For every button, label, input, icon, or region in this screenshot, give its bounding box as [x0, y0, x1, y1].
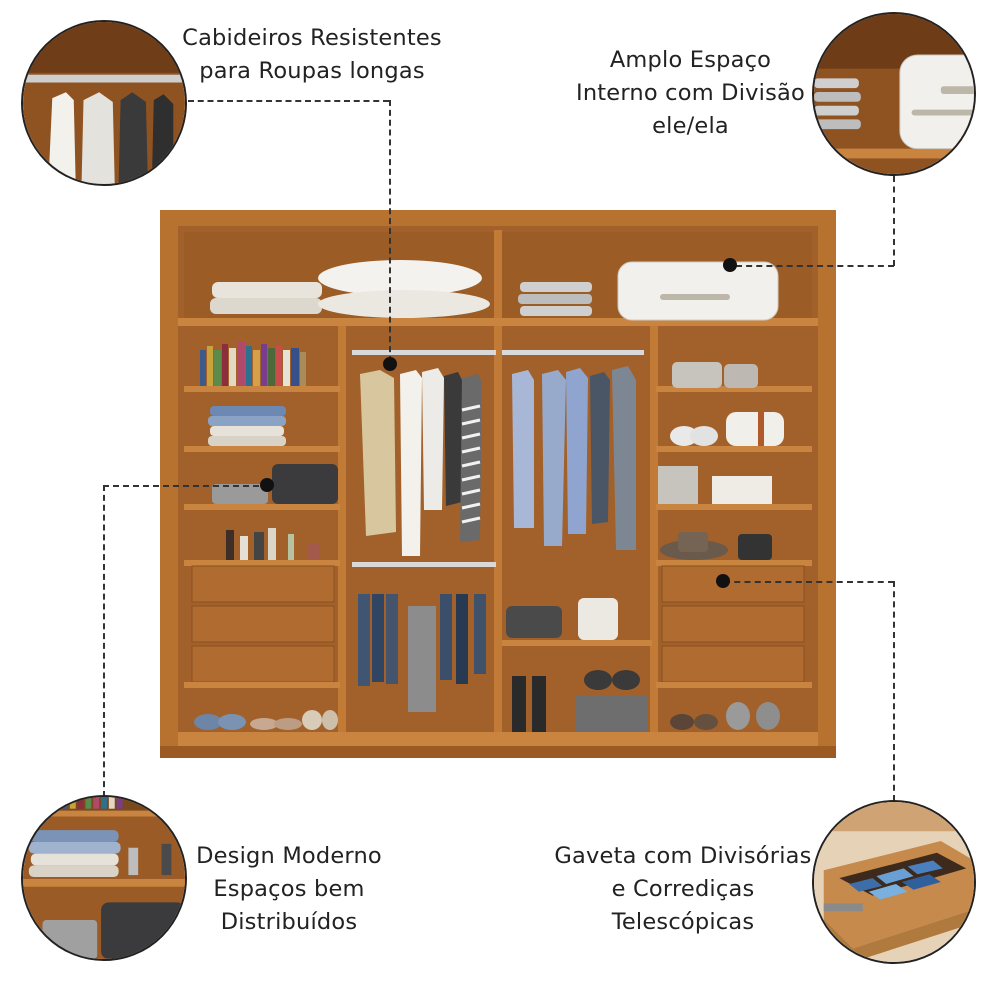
marker-dot [260, 478, 274, 492]
caption-line: Amplo Espaço [609, 47, 772, 73]
leader-line [389, 100, 391, 362]
caption-line: Espaços bem [213, 876, 365, 902]
wardrobe-image [160, 210, 836, 758]
caption-drawer: Gaveta com Divisórias e Corrediças Teles… [548, 840, 818, 939]
zoom-circle-drawer [812, 800, 976, 964]
marker-dot [383, 357, 397, 371]
leader-line [724, 581, 894, 583]
caption-line: Telescópicas [611, 909, 755, 935]
caption-space: Amplo Espaço Interno com Divisão ele/ela [548, 44, 833, 143]
leader-line [736, 265, 894, 267]
leader-line [103, 485, 269, 487]
zoom-circle-space [812, 12, 976, 176]
zoom-circle-design [21, 795, 187, 961]
caption-line: Design Moderno [196, 843, 382, 869]
caption-line: Cabideiros Resistentes [182, 25, 442, 51]
caption-design: Design Moderno Espaços bem Distribuídos [183, 840, 395, 939]
leader-line [103, 485, 105, 797]
leader-line [188, 100, 389, 102]
leader-line [893, 176, 895, 266]
caption-line: Distribuídos [220, 909, 358, 935]
caption-line: ele/ela [652, 113, 729, 139]
marker-dot [716, 574, 730, 588]
caption-line: Interno com Divisão [575, 80, 806, 106]
caption-hangers: Cabideiros Resistentes para Roupas longa… [162, 22, 462, 88]
caption-line: e Corrediças [611, 876, 755, 902]
zoom-circle-hangers [21, 20, 187, 186]
marker-dot [723, 258, 737, 272]
leader-line [893, 581, 895, 801]
caption-line: Gaveta com Divisórias [554, 843, 812, 869]
caption-line: para Roupas longas [199, 58, 425, 84]
